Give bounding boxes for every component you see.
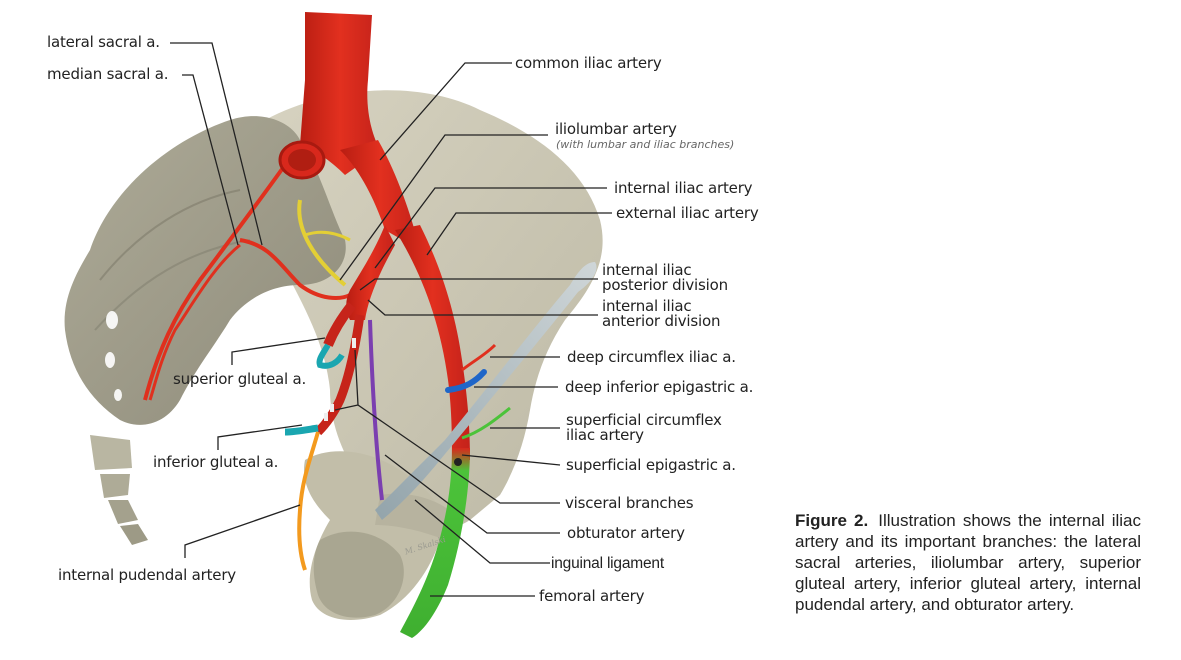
leader-internal-pudendal	[184, 504, 301, 558]
lateral-sacral-artery-branch	[148, 243, 241, 401]
label-line: internal iliac	[602, 297, 692, 315]
label-common-iliac-artery: common iliac artery	[515, 54, 662, 72]
figure-number: Figure 2.	[795, 511, 869, 530]
inferior-gluteal-artery	[284, 424, 319, 436]
leader-inferior-gluteal	[217, 424, 303, 450]
leader-superior-gluteal	[231, 337, 326, 365]
label-external-iliac-artery: external iliac artery	[616, 204, 759, 222]
internal-pudendal-artery	[297, 431, 320, 571]
label-femoral-artery: femoral artery	[539, 587, 645, 605]
leader-iliolumbar	[339, 134, 548, 281]
deep-circumflex-iliac-artery	[461, 343, 497, 372]
ischial-tuberosity	[313, 531, 404, 618]
label-line: superficial circumflex	[566, 411, 722, 429]
superficial-circumflex-iliac-artery	[461, 406, 511, 440]
posterior-division	[323, 301, 356, 347]
label-inguinal-ligament: inguinal ligament	[551, 555, 664, 572]
superior-gluteal-artery	[316, 343, 345, 369]
leader-internal-iliac	[374, 187, 607, 269]
label-superior-gluteal-artery: superior gluteal a.	[173, 370, 307, 388]
label-obturator-artery: obturator artery	[567, 524, 685, 542]
sacral-foramen	[106, 311, 118, 329]
leader-posterior-division	[359, 278, 598, 291]
aorta	[300, 12, 380, 175]
left-common-iliac-lumen	[288, 149, 316, 171]
label-internal-iliac-posterior-division: internal iliac posterior division	[602, 263, 728, 293]
visceral-branch-stub	[330, 404, 334, 412]
femoral-artery	[400, 448, 470, 638]
visceral-branch-stub	[352, 338, 356, 348]
lateral-sacral-artery-branch	[239, 238, 351, 300]
label-line: iliac artery	[566, 426, 644, 444]
label-line: internal iliac	[602, 261, 692, 279]
iliolumbar-branch	[304, 230, 351, 242]
label-iliolumbar-artery: iliolumbar artery	[555, 120, 677, 138]
label-lateral-sacral-artery: lateral sacral a.	[47, 33, 160, 51]
coccyx-bones	[90, 435, 148, 545]
label-internal-pudendal-artery: internal pudendal artery	[58, 566, 236, 584]
sacral-ridge	[99, 189, 241, 281]
leader-external-iliac	[426, 212, 612, 256]
leader-lines	[170, 42, 612, 597]
deep-inferior-epigastric-artery	[445, 369, 487, 393]
label-line: anterior division	[602, 312, 721, 330]
leader-superficial-epigastric	[461, 454, 561, 466]
leader-median-sacral	[182, 74, 239, 246]
label-internal-iliac-anterior-division: internal iliac anterior division	[602, 299, 720, 329]
common-iliac-artery	[340, 140, 420, 250]
label-superficial-epigastric-artery: superficial epigastric a.	[566, 456, 736, 474]
label-deep-circumflex-iliac-artery: deep circumflex iliac a.	[567, 348, 736, 366]
label-median-sacral-artery: median sacral a.	[47, 65, 169, 83]
leader-lateral-sacral	[170, 42, 263, 246]
leader-common-iliac	[379, 62, 512, 161]
sacral-foramen	[114, 389, 122, 401]
sacral-foramen	[105, 352, 115, 368]
internal-iliac-artery	[346, 225, 395, 320]
leader-visceral-branches	[354, 349, 560, 504]
label-line: posterior division	[602, 276, 728, 294]
leader-anterior-division	[367, 299, 598, 316]
label-internal-iliac-artery: internal iliac artery	[614, 179, 753, 197]
label-superficial-circumflex-iliac-artery: superficial circumflex iliac artery	[566, 413, 722, 443]
obturator-artery	[368, 319, 384, 501]
label-visceral-branches: visceral branches	[565, 494, 694, 512]
leader-inguinal-ligament	[414, 499, 550, 564]
lateral-sacral-artery	[143, 163, 287, 401]
superficial-epigastric-origin	[454, 458, 462, 466]
visceral-branch-stub	[324, 413, 328, 421]
label-iliolumbar-branches-note: (with lumbar and iliac branches)	[556, 138, 735, 151]
external-iliac-artery	[395, 225, 470, 460]
leader-visceral-branches-2	[334, 404, 359, 411]
caption-text: Illustration shows the internal iliac ar…	[795, 511, 1141, 614]
figure-caption: Figure 2.Illustration shows the internal…	[795, 510, 1141, 615]
label-inferior-gluteal-artery: inferior gluteal a.	[153, 453, 279, 471]
iliolumbar-artery	[297, 199, 347, 287]
label-deep-inferior-epigastric-artery: deep inferior epigastric a.	[565, 378, 754, 396]
ilium-bone	[255, 90, 603, 529]
leader-obturator	[384, 454, 560, 534]
